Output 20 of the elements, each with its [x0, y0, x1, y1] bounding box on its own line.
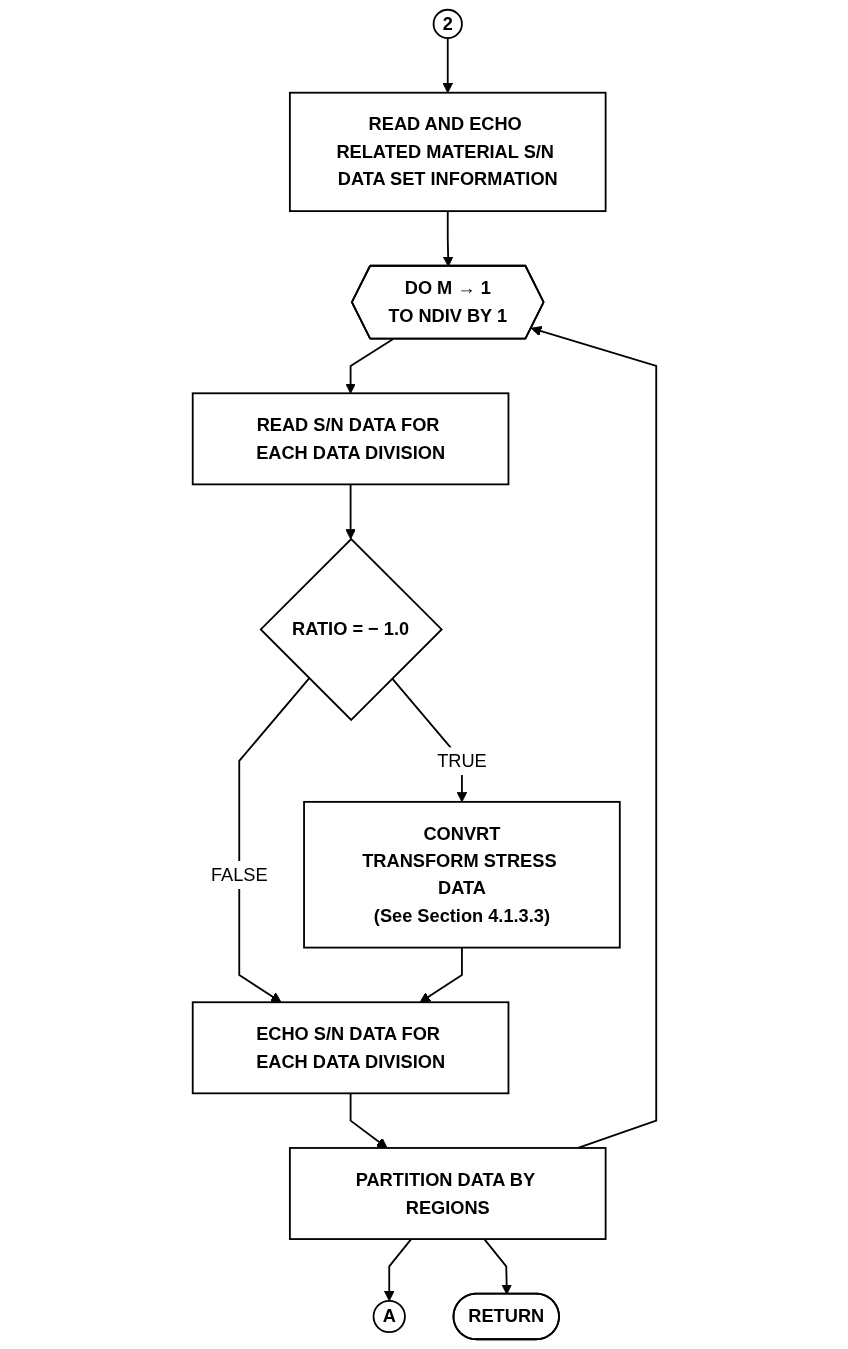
arrow: [344, 338, 394, 394]
edge-label: FALSE: [210, 863, 268, 885]
arrow: [383, 1238, 412, 1302]
node-box: ECHO S/N DATA FOR EACH DATA DIVISION: [191, 1001, 509, 1095]
arrow: [482, 1238, 512, 1295]
node-circle: A: [372, 1299, 406, 1334]
arrow: [237, 677, 310, 1003]
edge-label: TRUE: [436, 749, 487, 771]
node-box: PARTITION DATA BY REGIONS: [288, 1147, 607, 1240]
node-box: CONVRT TRANSFORM STRESS DATA (See Section 4.1.3.3): [302, 800, 621, 949]
arrow: [344, 483, 356, 540]
node-box: READ AND ECHO RELATED MATERIAL S/N DATA SET INFORMATION: [288, 91, 607, 213]
node-box: READ S/N DATA FOR EACH DATA DIVISION: [191, 392, 509, 486]
arrow: [442, 210, 453, 267]
node-circle: 2: [432, 8, 463, 39]
arrow: [419, 946, 463, 1003]
arrow: [349, 1092, 388, 1149]
arrow: [530, 325, 657, 1149]
node-diamond: RATIO = − 1.0: [259, 537, 443, 722]
arrow: [441, 37, 453, 94]
